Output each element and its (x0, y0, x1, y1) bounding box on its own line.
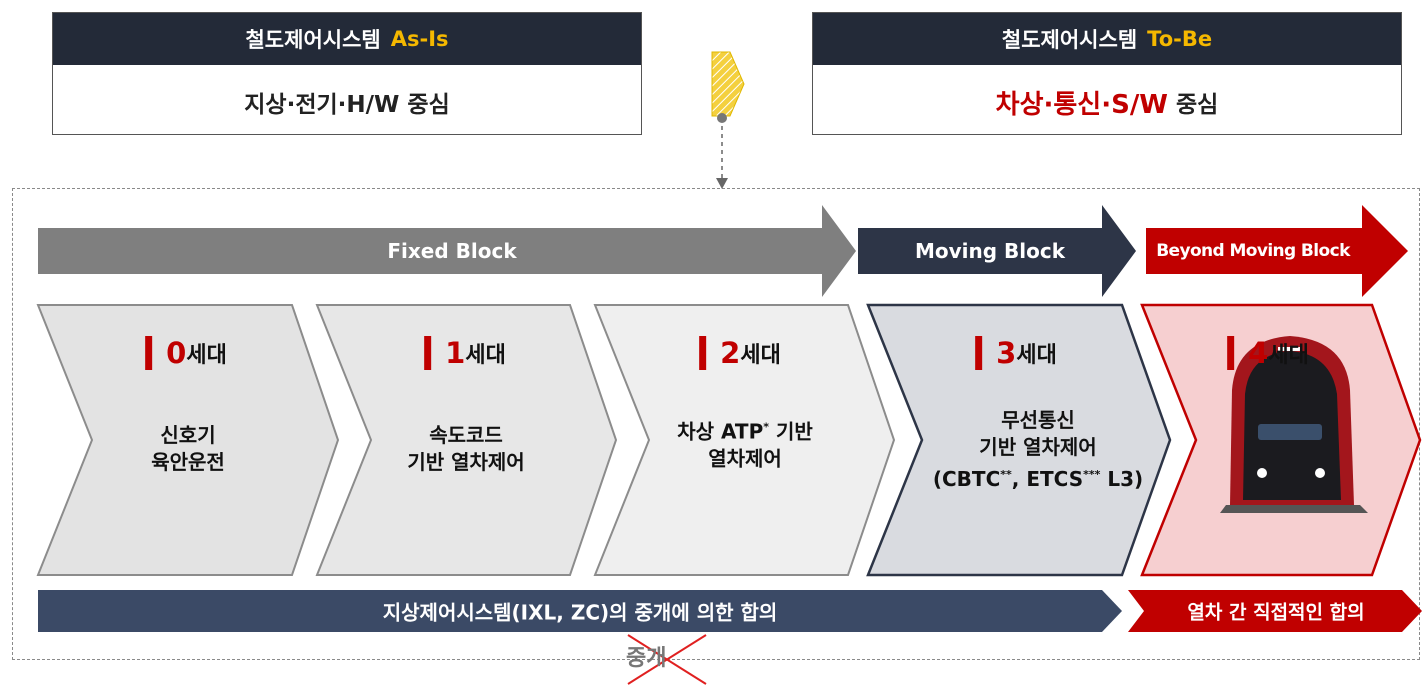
gen-1-number: 1 (445, 336, 466, 370)
gen-3-line-1: 무선통신 (1001, 408, 1075, 433)
gen-1-header: 1 세대 (424, 336, 506, 370)
to-be-title: 철도제어시스템 (1001, 28, 1138, 52)
crossed-out-label: 중개 (626, 646, 667, 671)
to-be-subtitle-rest: 중심 (1176, 92, 1219, 118)
gen-0-bar (145, 336, 153, 370)
gen-2-description: 차상 ATP* 기반 열차제어 (677, 414, 813, 473)
gen-2-bar (699, 336, 707, 370)
gen-3-word: 세대 (1016, 343, 1057, 368)
gen-0-line-1: 신호기 (160, 423, 216, 447)
gen-2-header: 2 세대 (699, 336, 781, 370)
as-is-box: 철도제어시스템 As-Is 지상·전기·H/W 중심 (52, 12, 642, 135)
gen-0-description: 신호기 육안운전 (151, 422, 225, 476)
ground-control-label: 지상제어시스템(IXL, ZC)의 중개에 의한 합의 (382, 600, 778, 625)
beyond-block-arrow (1146, 205, 1408, 297)
gen-4-bar (1227, 336, 1235, 370)
as-is-header: 철도제어시스템 As-Is (53, 13, 641, 65)
transition-marker (711, 51, 745, 189)
direct-agreement-arrow (1128, 590, 1422, 632)
to-be-box: 철도제어시스템 To-Be 차상·통신·S/W 중심 (812, 12, 1402, 135)
gen-0-header: 0 세대 (145, 336, 227, 370)
gen-3-line-2: 기반 열차제어 (979, 435, 1097, 460)
moving-block-arrow (858, 205, 1136, 297)
gen-3-description: 무선통신 기반 열차제어 (CBTC**, ETCS*** L3) (933, 407, 1143, 493)
gen-1-word: 세대 (465, 343, 506, 368)
as-is-title: 철도제어시스템 (245, 28, 381, 52)
gen-3-number: 3 (996, 336, 1017, 370)
to-be-tag: To-Be (1147, 27, 1213, 51)
moving-block-label: Moving Block (914, 239, 1066, 263)
gen-3-bar (975, 336, 983, 370)
as-is-tag: As-Is (390, 27, 449, 51)
gen-2-line-1: 차상 ATP* 기반 (677, 419, 813, 444)
gen-2-number: 2 (720, 336, 741, 370)
to-be-subtitle: 차상·통신·S/W 중심 (813, 65, 1401, 139)
fixed-block-arrow (38, 205, 856, 297)
to-be-subtitle-highlight: 차상·통신·S/W (995, 89, 1168, 120)
gen-1-line-2: 기반 열차제어 (407, 450, 525, 474)
ground-control-arrow (38, 590, 1122, 632)
gen-4-word: 세대 (1268, 343, 1309, 368)
fixed-block-label: Fixed Block (387, 239, 517, 263)
gen-4-header: 4 세대 (1227, 336, 1309, 370)
gen-2-word: 세대 (740, 343, 781, 368)
gen-1-bar (424, 336, 432, 370)
gen-2-line-2: 열차제어 (708, 446, 782, 471)
chevron-gen-0 (36, 304, 340, 576)
as-is-subtitle: 지상·전기·H/W 중심 (244, 92, 450, 118)
gen-3-line-3: (CBTC**, ETCS*** L3) (932, 466, 1144, 491)
gen-1-description: 속도코드 기반 열차제어 (407, 422, 524, 476)
gen-3-header: 3 세대 (975, 336, 1057, 370)
chevron-gen-1 (315, 304, 618, 576)
cross-mark (627, 634, 707, 685)
gen-0-line-2: 육안운전 (151, 450, 225, 474)
to-be-header: 철도제어시스템 To-Be (813, 13, 1401, 65)
gen-0-number: 0 (166, 336, 187, 370)
generations-frame (12, 188, 1420, 660)
train-image (1220, 336, 1368, 513)
chevron-gen-2 (593, 304, 896, 576)
gen-1-line-1: 속도코드 (429, 423, 503, 447)
gen-0-word: 세대 (186, 343, 227, 368)
beyond-block-label: Beyond Moving Block (1156, 241, 1350, 261)
gen-4-number: 4 (1248, 336, 1269, 370)
chevron-gen-3 (866, 303, 1172, 577)
direct-agreement-label: 열차 간 직접적인 합의 (1187, 601, 1365, 624)
